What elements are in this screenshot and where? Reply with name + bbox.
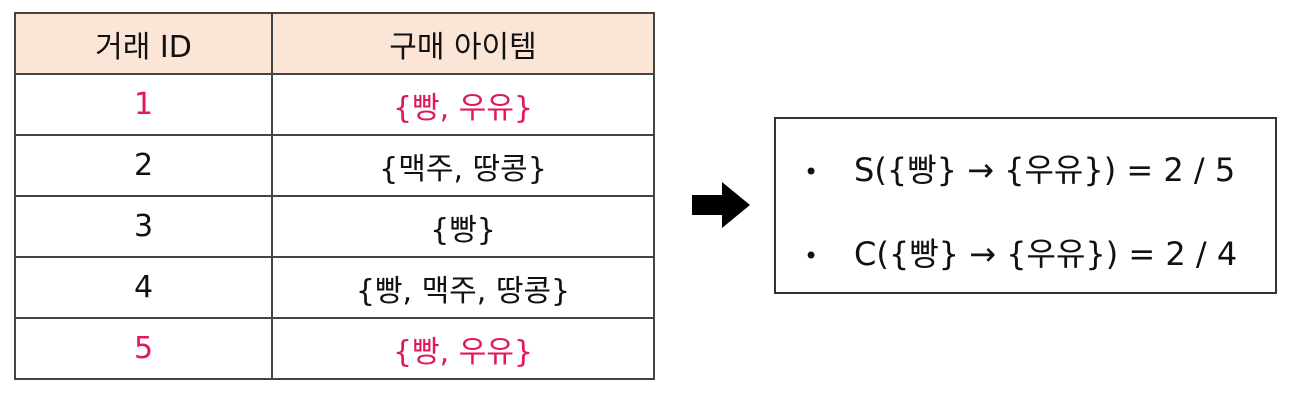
- bullet: •: [804, 158, 819, 186]
- header-purchased-items: 구매 아이템: [271, 12, 655, 75]
- results-box: • S({빵} → {우유}) = 2 / 5 • C({빵} → {우유}) = …: [774, 117, 1277, 294]
- transaction-id-cell: 2: [14, 134, 273, 197]
- items-cell: {빵, 우유}: [271, 73, 655, 136]
- items-cell: {맥주, 땅콩}: [271, 134, 655, 197]
- confidence-formula: C({빵} → {우유}) = 2 / 4: [854, 235, 1238, 273]
- support-formula: S({빵} → {우유}) = 2 / 5: [854, 151, 1236, 189]
- items-cell: {빵, 우유}: [271, 317, 655, 380]
- support-line: • S({빵} → {우유}) = 2 / 5: [804, 145, 1235, 191]
- transaction-id-cell: 4: [14, 256, 273, 319]
- header-transaction-id: 거래 ID: [14, 12, 273, 75]
- table-row: 5 {빵, 우유}: [14, 317, 655, 380]
- transaction-id-cell: 5: [14, 317, 273, 380]
- table-row: 2 {맥주, 땅콩}: [14, 134, 655, 197]
- table-row: 3 {빵}: [14, 195, 655, 258]
- table-row: 1 {빵, 우유}: [14, 73, 655, 136]
- transaction-id-cell: 1: [14, 73, 273, 136]
- table-row: 4 {빵, 맥주, 땅콩}: [14, 256, 655, 319]
- transaction-id-cell: 3: [14, 195, 273, 258]
- bullet: •: [804, 242, 819, 270]
- right-arrow-icon: [692, 182, 750, 228]
- transaction-table: 거래 ID 구매 아이템 1 {빵, 우유} 2 {맥주, 땅콩} 3 {빵} …: [14, 12, 655, 380]
- items-cell: {빵, 맥주, 땅콩}: [271, 256, 655, 319]
- table-header-row: 거래 ID 구매 아이템: [14, 12, 655, 75]
- items-cell: {빵}: [271, 195, 655, 258]
- confidence-line: • C({빵} → {우유}) = 2 / 4: [804, 229, 1237, 275]
